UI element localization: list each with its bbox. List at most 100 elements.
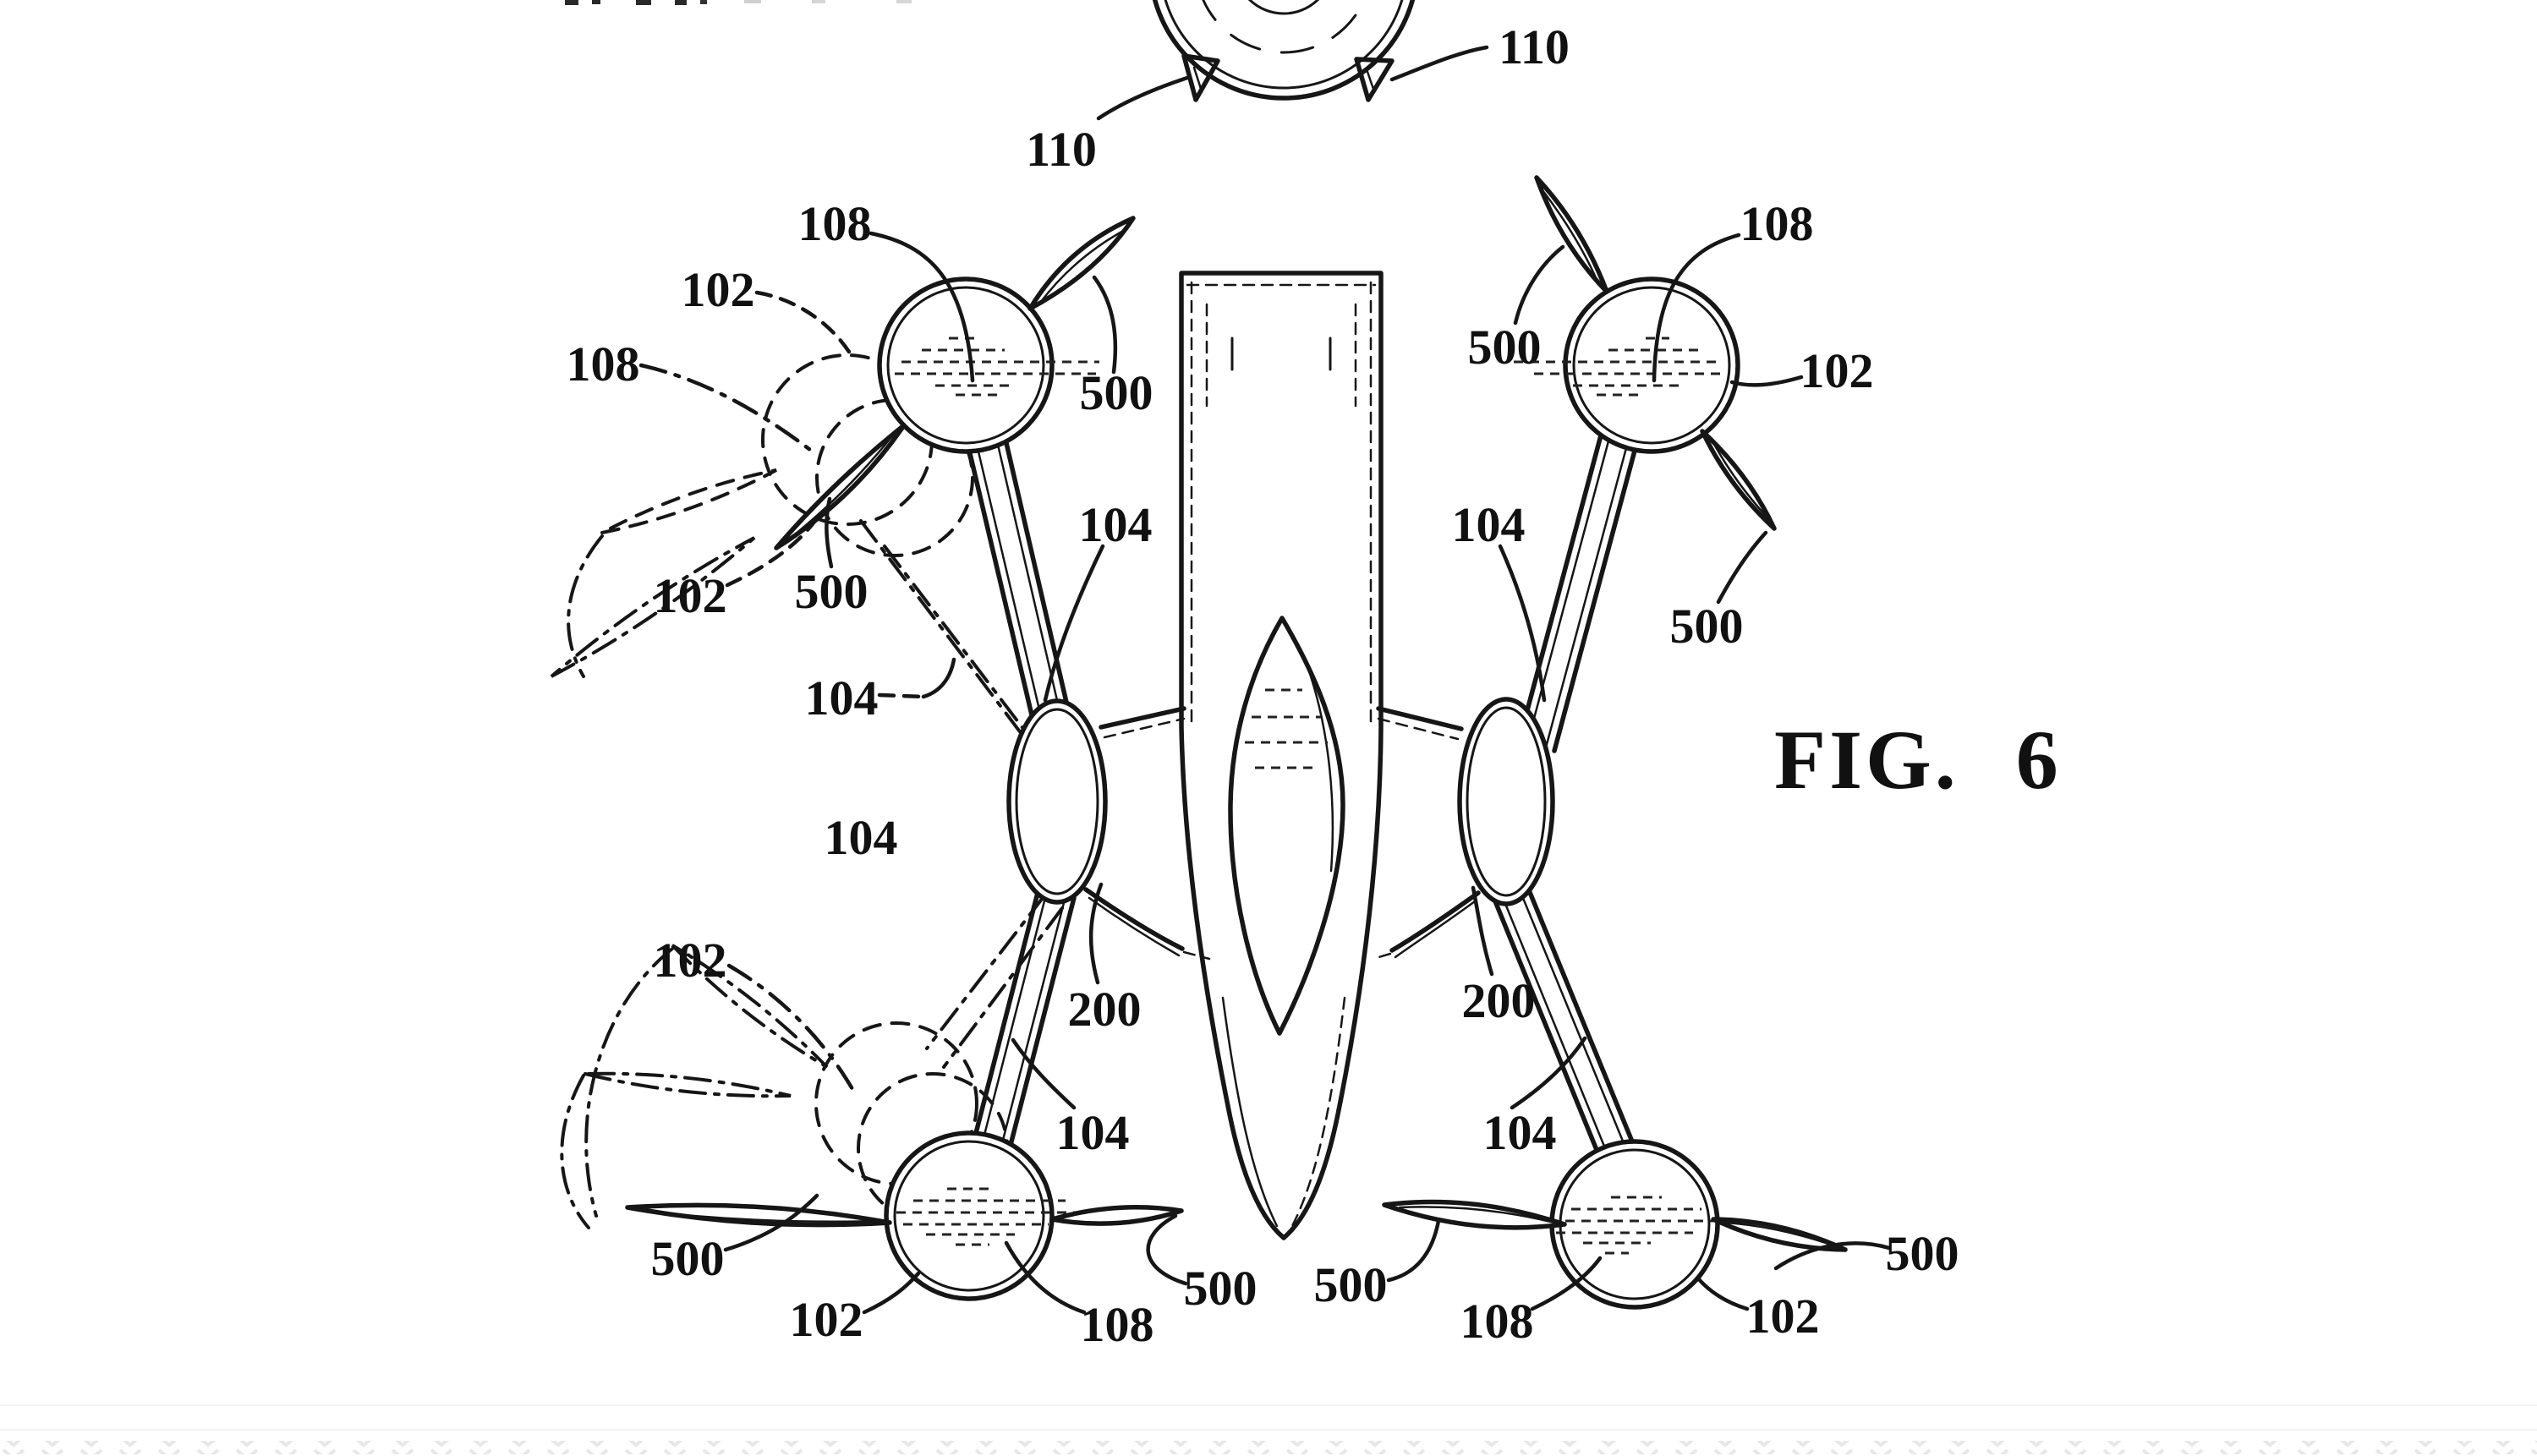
leader-500-right-blade [1716,530,1768,605]
leader-108-front-left [868,231,975,383]
chevron-border [0,1441,2537,1454]
ref-numeral-104: 104 [825,810,898,865]
leader-110-left [1096,75,1190,121]
leader-lines [638,45,1892,1315]
rotor-ring [884,1130,1055,1301]
canopy [1228,616,1345,1036]
ref-numeral-104: 104 [1056,1105,1130,1160]
leader-104-rear-left [1011,1037,1077,1110]
canopy-outline [1228,616,1345,1036]
reference-numerals: 110 110 108 102 108 500 500 108 102 104 104 102 500 5… [567,19,1959,1352]
leader-104-hook [921,657,956,699]
propeller-blade [774,423,907,550]
leader-110-right [1389,45,1489,82]
ghost-blade [671,944,829,1069]
leader-104-dashed [877,692,926,699]
ghost-rotor-rear-left [560,893,1064,1229]
leader-104-center-left [1043,544,1105,703]
ref-numeral-102: 102 [654,568,727,623]
ref-numeral-110: 110 [1026,122,1097,177]
wing-trailing-edge-left [1083,887,1185,951]
wing [1083,706,1481,961]
rotor-ring [877,276,1055,454]
boom-front-left [967,441,1078,753]
ref-numeral-108: 108 [798,196,872,251]
ref-numeral-500: 500 [1314,1257,1388,1312]
ref-numeral-102: 102 [682,262,755,317]
ref-numeral-108: 108 [1740,196,1814,251]
leader-102-rear-left [862,1271,921,1315]
top-edge-remnant [565,0,912,5]
leader-500-rear-left [723,1193,819,1252]
leader-108-rear-left [1004,1240,1087,1315]
ref-numeral-102: 102 [1800,343,1874,398]
spinner-mid-arc [1202,0,1366,54]
sheet-edge-pattern [0,1404,2537,1454]
ref-numeral-200: 200 [1068,982,1142,1037]
ref-numeral-500: 500 [795,564,868,619]
leader-500-front-left [1092,275,1118,375]
propeller-blade [1711,1217,1848,1252]
ref-numeral-104: 104 [1483,1105,1557,1160]
spinner-hub-arc [1247,0,1320,15]
ref-numeral-102: 102 [1746,1289,1820,1344]
leader-200-right [1471,885,1494,977]
rotor-front-right [1514,175,1777,531]
tail-fin-right [1354,57,1395,102]
wing-pylon-right [1457,697,1555,906]
ghost-blade [601,468,777,534]
ref-numeral-500: 500 [1184,1261,1258,1316]
ref-numeral-110: 110 [1499,19,1570,74]
leader-500-center-right [1386,1218,1441,1283]
leader-500-front-right [1513,244,1565,326]
ref-numeral-500: 500 [1080,365,1153,420]
figure-caption: FIG. 6 [1774,713,2062,807]
rotor-hatching [895,337,1099,397]
propeller-blade [625,1202,892,1228]
propeller-blade [1049,1205,1184,1226]
ref-numeral-102: 102 [790,1292,863,1347]
leader-200-left [1088,882,1104,985]
ref-numeral-500: 500 [1886,1226,1959,1281]
ref-numeral-102: 102 [654,933,727,988]
boom-rear-left [972,887,1077,1151]
ref-numeral-200: 200 [1462,973,1536,1028]
rotor-hatching [1514,337,1725,397]
rotor-hatching [896,1187,1099,1246]
ghost-rotor-ring [815,398,974,557]
rotor-front-left [774,216,1136,550]
leader-102-front-right [1729,375,1804,387]
ghost-rotor-front-left [550,353,1047,759]
ref-numeral-500: 500 [1670,599,1744,654]
aircraft-top-view [550,0,1848,1310]
ref-numeral-108: 108 [567,337,640,391]
wing-leading-edge-left [1099,706,1186,730]
ghost-blade [584,1071,792,1098]
tail-fin-left [1181,53,1220,102]
leader-102-ghost-lower [725,513,821,588]
spinner-outer-ring [1152,0,1416,101]
ghost-blade [550,536,756,678]
ref-numeral-104: 104 [805,671,879,725]
tail-spinner [1152,0,1416,102]
wing-leading-edge-right [1376,706,1464,731]
leader-108-front-right [1652,233,1741,383]
propeller-blade [1382,1199,1567,1230]
ref-numeral-104: 104 [1079,497,1153,552]
ref-numeral-500: 500 [1468,320,1542,375]
ref-numeral-108: 108 [1081,1297,1154,1352]
leader-500-mid-left [825,496,834,569]
leader-102-ghost-rear [726,963,855,1092]
leader-104-center-right [1498,544,1547,703]
wing-pylon-left [1006,698,1108,905]
wing-trailing-edge-right [1389,890,1481,953]
rotor-rear-left [625,1130,1184,1301]
ref-numeral-108: 108 [1460,1294,1534,1349]
leader-102-front-left [754,290,857,363]
rotor-booms [967,433,1637,1152]
ref-numeral-500: 500 [651,1231,725,1286]
rotor-ring [1563,276,1740,454]
spinner-inner-ring [1164,0,1404,90]
